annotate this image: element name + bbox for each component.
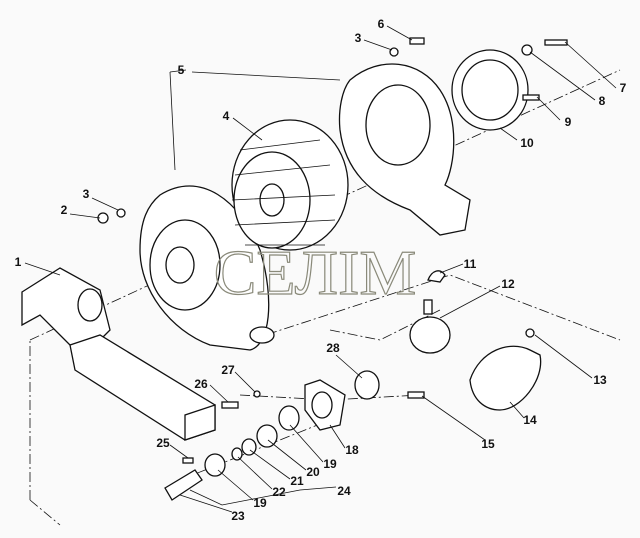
callout-8: 8 [599, 94, 606, 108]
callout-21: 21 [290, 474, 304, 488]
callout-7: 7 [620, 81, 627, 95]
callout-20: 20 [306, 465, 320, 479]
part-bearing-group [164, 370, 380, 501]
callout-28: 28 [326, 341, 340, 355]
callout-19: 19 [253, 496, 267, 510]
part-impeller [231, 119, 349, 251]
part-rear-housing [338, 63, 471, 236]
callout-25: 25 [156, 436, 170, 450]
callout-24: 24 [337, 484, 351, 498]
callout-1: 1 [15, 255, 22, 269]
callout-15: 15 [481, 437, 495, 451]
callout-3: 3 [355, 31, 362, 45]
leader-lines [24, 25, 617, 513]
callout-12: 12 [501, 277, 515, 291]
callout-26: 26 [194, 377, 208, 391]
callout-13: 13 [593, 373, 607, 387]
callout-3: 3 [83, 187, 90, 201]
part-front-housing [139, 185, 275, 351]
callout-6: 6 [378, 17, 385, 31]
part-bracket [21, 267, 216, 441]
watermark-logo: СЕЛІМ [214, 237, 417, 308]
callout-4: 4 [223, 109, 230, 123]
callout-19: 19 [323, 457, 337, 471]
callout-22: 22 [272, 485, 286, 499]
part-flap-assembly [407, 270, 542, 411]
part-gasket [451, 49, 529, 131]
callout-14: 14 [523, 413, 537, 427]
part-hardware-top [97, 37, 568, 224]
callout-labels: 1 2 3 3 4 5 6 7 8 9 10 11 12 13 14 15 18… [15, 17, 627, 523]
callout-27: 27 [221, 363, 235, 377]
callout-5: 5 [178, 63, 185, 77]
callout-18: 18 [345, 443, 359, 457]
callout-2: 2 [61, 203, 68, 217]
callout-10: 10 [520, 136, 534, 150]
callout-11: 11 [464, 257, 477, 271]
callout-9: 9 [565, 115, 572, 129]
callout-23: 23 [231, 509, 245, 523]
